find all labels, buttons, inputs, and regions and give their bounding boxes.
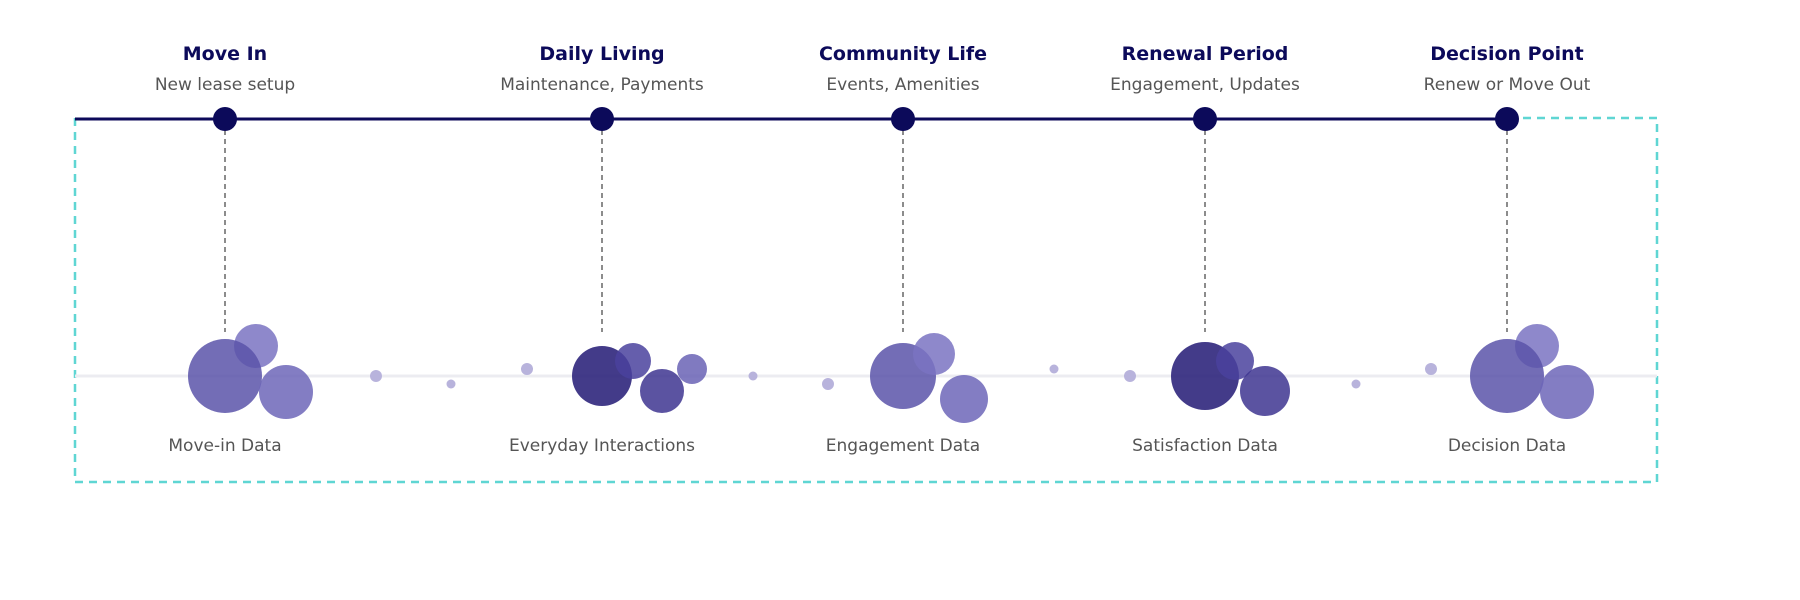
data-bubble [940,375,988,423]
data-bubble [188,339,262,413]
transition-dot [521,363,533,375]
data-label: Engagement Data [826,436,980,456]
stage-title: Renewal Period [1122,43,1289,65]
transition-dot [1049,364,1059,374]
data-bubble [1216,342,1254,380]
stage-subtitle: Events, Amenities [826,75,979,95]
data-region-border [73,116,1659,484]
transition-dot [1425,363,1437,375]
transition-dots [370,363,1437,390]
data-bubble [259,365,313,419]
transition-dot [748,371,758,381]
stage-node-daily-living [590,107,614,131]
bubble-cluster-renewal-period [1171,342,1290,416]
data-bubble [677,354,707,384]
stage-node-renewal-period [1193,107,1217,131]
data-label: Everyday Interactions [509,436,695,456]
stage-title: Move In [183,43,267,65]
bubble-cluster-daily-living [572,343,707,413]
stage-node-decision-point [1495,107,1519,131]
stage-subtitle: Maintenance, Payments [500,75,704,95]
data-bubble [615,343,651,379]
data-bubble [1240,366,1290,416]
data-label: Decision Data [1448,436,1566,456]
transition-dot [370,370,382,382]
stage-title: Community Life [819,43,987,65]
stage-subtitle: Renew or Move Out [1424,75,1591,95]
stage-node-community-life [891,107,915,131]
data-label: Move-in Data [168,436,281,456]
stage-subtitle: Engagement, Updates [1110,75,1300,95]
transition-dot [446,379,456,389]
transition-dot [1124,370,1136,382]
data-bubble [913,333,955,375]
stage-title: Daily Living [539,43,664,65]
data-bubble [1540,365,1594,419]
transition-dot [1351,379,1361,389]
stage-connectors [224,130,1508,332]
bubble-cluster-decision-point [1470,324,1594,419]
timeline-nodes [213,107,1519,131]
data-bubble [1470,339,1544,413]
bubble-cluster-community-life [870,333,988,423]
data-bubble [640,369,684,413]
transition-dot [822,378,834,390]
data-label: Satisfaction Data [1132,436,1278,456]
stage-subtitle: New lease setup [155,75,295,95]
bubble-cluster-move-in [188,324,313,419]
stage-title: Decision Point [1430,43,1584,65]
stage-node-move-in [213,107,237,131]
